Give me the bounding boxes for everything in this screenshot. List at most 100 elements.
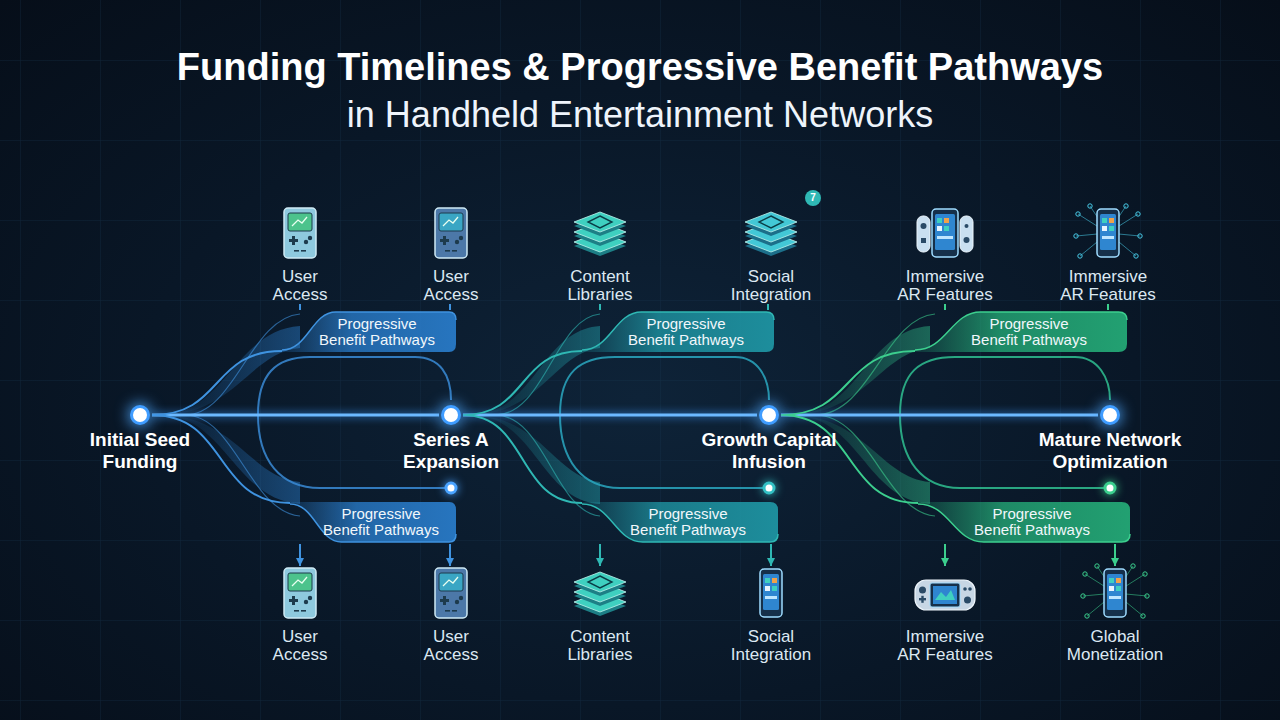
icon-illustration: [391, 206, 511, 262]
benefit-icon-node: Immersive AR Features: [885, 206, 1005, 304]
icon-label: Social Integration: [721, 268, 821, 304]
pathway-ribbon: Progressive Benefit Pathways: [582, 500, 778, 544]
milestone-text-box: Growth Capital Infusion: [689, 429, 849, 473]
branch-connector: [152, 351, 282, 415]
icon-illustration: [540, 206, 660, 262]
milestone-label: Series A Expansion: [391, 429, 511, 473]
fan-line: [185, 314, 300, 415]
icon-illustration: [1048, 206, 1168, 262]
icon-graphic: [419, 566, 483, 622]
pathway-ribbon: Progressive Benefit Pathways: [282, 310, 456, 354]
benefit-icon-node: Social Integration: [711, 206, 831, 304]
benefit-icon-node: Immersive AR Features: [1048, 206, 1168, 304]
junction-dot: [1105, 483, 1115, 493]
milestone-dot: [444, 408, 458, 422]
icon-label: Content Libraries: [555, 628, 645, 664]
ribbon-label: Progressive Benefit Pathways: [968, 316, 1090, 348]
icon-label: Immersive AR Features: [895, 268, 995, 304]
fan-line: [815, 314, 935, 415]
ribbon-label: Progressive Benefit Pathways: [625, 316, 747, 348]
benefit-icon-node: Global Monetization: [1055, 566, 1175, 664]
milestone-text-box: Initial Seed Funding: [75, 429, 205, 473]
branch-connector: [770, 544, 772, 566]
fan-line: [495, 415, 600, 516]
fan-line: [185, 415, 300, 516]
subtitle: in Handheld Entertainment Networks: [0, 94, 1280, 136]
milestone-node: Series A Expansion: [439, 403, 463, 427]
icon-graphic: [568, 206, 632, 262]
ribbon-label: Progressive Benefit Pathways: [627, 506, 749, 538]
pathway-ribbon: Progressive Benefit Pathways: [582, 310, 774, 354]
milestone-text-box: Series A Expansion: [391, 429, 511, 473]
icon-label: Immersive AR Features: [895, 628, 995, 664]
branch-connector: [449, 304, 451, 310]
benefit-icon-node: Content Libraries: [540, 566, 660, 664]
junction-dot: [764, 483, 774, 493]
icon-illustration: [240, 566, 360, 622]
branch-connector: [599, 304, 601, 310]
benefit-icon-node: User Access: [391, 206, 511, 304]
benefit-icon-node: User Access: [240, 206, 360, 304]
icon-graphic: [268, 566, 332, 622]
milestone-dot: [133, 408, 147, 422]
milestone-label: Initial Seed Funding: [75, 429, 205, 473]
ribbon-text-box: Progressive Benefit Pathways: [316, 316, 438, 348]
arch-line: [560, 357, 769, 415]
milestone-label: Mature Network Optimization: [1025, 429, 1195, 473]
timeline-connector: [781, 414, 1098, 417]
icon-label: User Access: [416, 268, 486, 304]
fan-line: [495, 314, 600, 415]
icon-graphic: [568, 566, 632, 622]
pathway-ribbon: Progressive Benefit Pathways: [915, 310, 1127, 354]
junction-dot: [446, 483, 456, 493]
icon-graphic: [739, 566, 803, 622]
milestone-text-box: Mature Network Optimization: [1025, 429, 1195, 473]
ribbon-text-box: Progressive Benefit Pathways: [625, 316, 747, 348]
branch-connector: [944, 544, 946, 566]
diagram-title: Funding Timelines & Progressive Benefit …: [0, 45, 1280, 89]
arch-line: [258, 357, 451, 415]
branch-connector: [781, 351, 915, 415]
benefit-icon-node: User Access: [391, 566, 511, 664]
branch-connector: [449, 544, 451, 566]
icon-illustration: [391, 566, 511, 622]
ribbon-label: Progressive Benefit Pathways: [320, 506, 442, 538]
branch-connector: [599, 544, 601, 566]
icon-illustration: [240, 206, 360, 262]
branch-connector: [463, 351, 582, 415]
badge-number: 7: [805, 190, 821, 206]
pathway-ribbon: Progressive Benefit Pathways: [918, 500, 1130, 544]
timeline-connector: [463, 414, 757, 417]
icon-illustration: [540, 566, 660, 622]
benefit-icon-node: Content Libraries: [540, 206, 660, 304]
icon-label: User Access: [265, 268, 335, 304]
milestone-label: Growth Capital Infusion: [689, 429, 849, 473]
icon-graphic: [268, 206, 332, 262]
icon-label: Immersive AR Features: [1058, 268, 1158, 304]
milestone-node: Mature Network Optimization: [1098, 403, 1122, 427]
icon-illustration: [885, 566, 1005, 622]
icon-illustration: [885, 206, 1005, 262]
timeline-connector: [152, 414, 439, 417]
arch-line: [900, 357, 1110, 415]
icon-label: User Access: [265, 628, 335, 664]
icon-label: User Access: [416, 628, 486, 664]
milestone-node: Growth Capital Infusion: [757, 403, 781, 427]
icon-graphic: [739, 206, 803, 262]
icon-label: Global Monetization: [1063, 628, 1168, 664]
icon-graphic: [419, 206, 483, 262]
icon-graphic: [913, 206, 977, 262]
icon-illustration: [1055, 566, 1175, 622]
ribbon-label: Progressive Benefit Pathways: [316, 316, 438, 348]
milestone-dot: [762, 408, 776, 422]
branch-connector: [299, 544, 301, 566]
pathway-ribbon: Progressive Benefit Pathways: [290, 500, 456, 544]
milestone-dot: [1103, 408, 1117, 422]
icon-illustration: [711, 566, 831, 622]
benefit-icon-node: User Access: [240, 566, 360, 664]
icon-label: Content Libraries: [555, 268, 645, 304]
branch-connector: [299, 304, 301, 310]
benefit-icon-node: Social Integration: [711, 566, 831, 664]
